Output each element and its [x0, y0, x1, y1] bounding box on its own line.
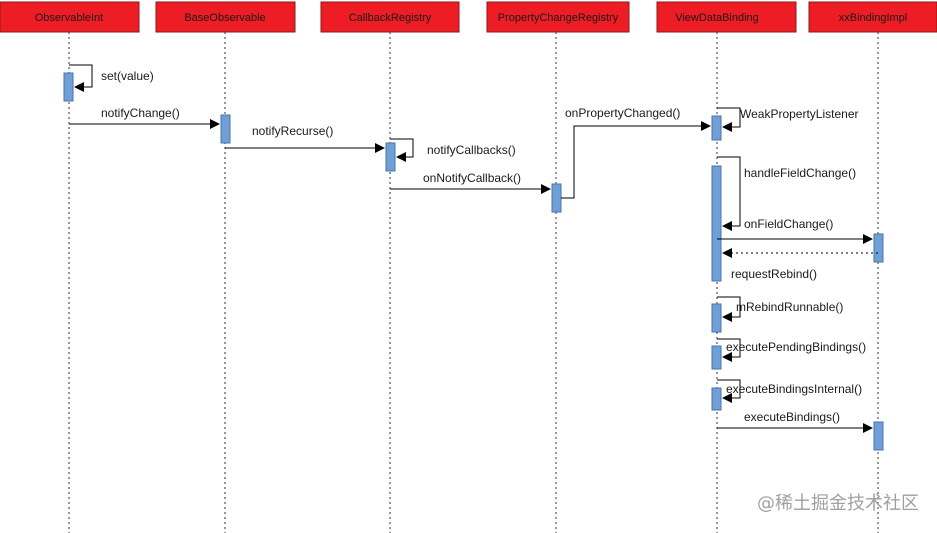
- actor-baseobservable: BaseObservable: [155, 1, 296, 33]
- activation-execute-internal: [711, 387, 722, 411]
- message-execute-pending-bindings: executePendingBindings(): [717, 338, 866, 362]
- actor-callbackregistry: CallbackRegistry: [320, 1, 460, 33]
- message-label: notifyChange(): [101, 106, 180, 120]
- message-request-rebind: requestRebind(): [731, 267, 817, 281]
- activation-xxbindingimpl-executebindings: [873, 421, 884, 451]
- message-on-notify-callback: onNotifyCallback(): [390, 171, 551, 194]
- actor-label: CallbackRegistry: [349, 12, 432, 24]
- message-set-value: set(value): [69, 64, 154, 92]
- actor-propertychangeregistry: PropertyChangeRegistry: [486, 1, 630, 33]
- message-label: executeBindingsInternal(): [726, 382, 862, 396]
- message-label: executeBindings(): [744, 410, 840, 424]
- message-label: WeakPropertyListener: [740, 107, 859, 121]
- message-on-field-change: onFieldChange(): [717, 217, 873, 244]
- actor-xxbindingimpl: xxBindingImpl: [808, 1, 937, 33]
- message-label: onPropertyChanged(): [565, 106, 680, 120]
- activation-execute-pending: [711, 345, 722, 370]
- message-notify-change: notifyChange(): [69, 106, 220, 129]
- activation-propertychangeregistry: [551, 183, 562, 213]
- message-label: onNotifyCallback(): [423, 171, 521, 185]
- actor-label: PropertyChangeRegistry: [498, 12, 619, 24]
- actor-label: BaseObservable: [184, 12, 265, 24]
- message-label: requestRebind(): [731, 267, 817, 281]
- message-label: notifyCallbacks(): [427, 143, 516, 157]
- activation-rebind-runnable: [711, 303, 722, 333]
- message-m-rebind-runnable: mRebindRunnable(): [717, 296, 843, 322]
- actor-label: xxBindingImpl: [839, 12, 907, 24]
- message-label: handleFieldChange(): [744, 166, 856, 180]
- message-weak-property-listener: WeakPropertyListener: [717, 107, 859, 132]
- message-on-property-changed: onPropertyChanged(): [561, 106, 711, 199]
- activation-observableint: [63, 72, 74, 102]
- actor-observableint: ObservableInt: [0, 1, 140, 33]
- actor-label: ViewDataBinding: [675, 12, 759, 24]
- message-label: set(value): [101, 69, 154, 83]
- message-label: executePendingBindings(): [726, 340, 866, 354]
- activation-xxbindingimpl-onfieldchange: [873, 233, 884, 263]
- watermark: @稀土掘金技术社区: [757, 493, 919, 514]
- actor-viewdatabinding: ViewDataBinding: [656, 1, 797, 33]
- message-handle-field-change: handleFieldChange(): [717, 156, 856, 231]
- message-notify-callbacks: notifyCallbacks(): [390, 138, 516, 162]
- activation-baseobservable: [220, 114, 231, 144]
- message-label: onFieldChange(): [744, 217, 833, 231]
- message-label: notifyRecurse(): [252, 124, 333, 138]
- activation-callbackregistry: [385, 142, 396, 172]
- actor-label: ObservableInt: [35, 12, 103, 24]
- activation-handle-field-change: [711, 165, 722, 282]
- activation-weak-listener: [711, 115, 722, 141]
- message-execute-bindings: executeBindings(): [717, 410, 873, 433]
- message-label: mRebindRunnable(): [736, 300, 843, 314]
- message-notify-recurse: notifyRecurse(): [225, 124, 385, 153]
- message-execute-bindings-internal: executeBindingsInternal(): [717, 379, 862, 403]
